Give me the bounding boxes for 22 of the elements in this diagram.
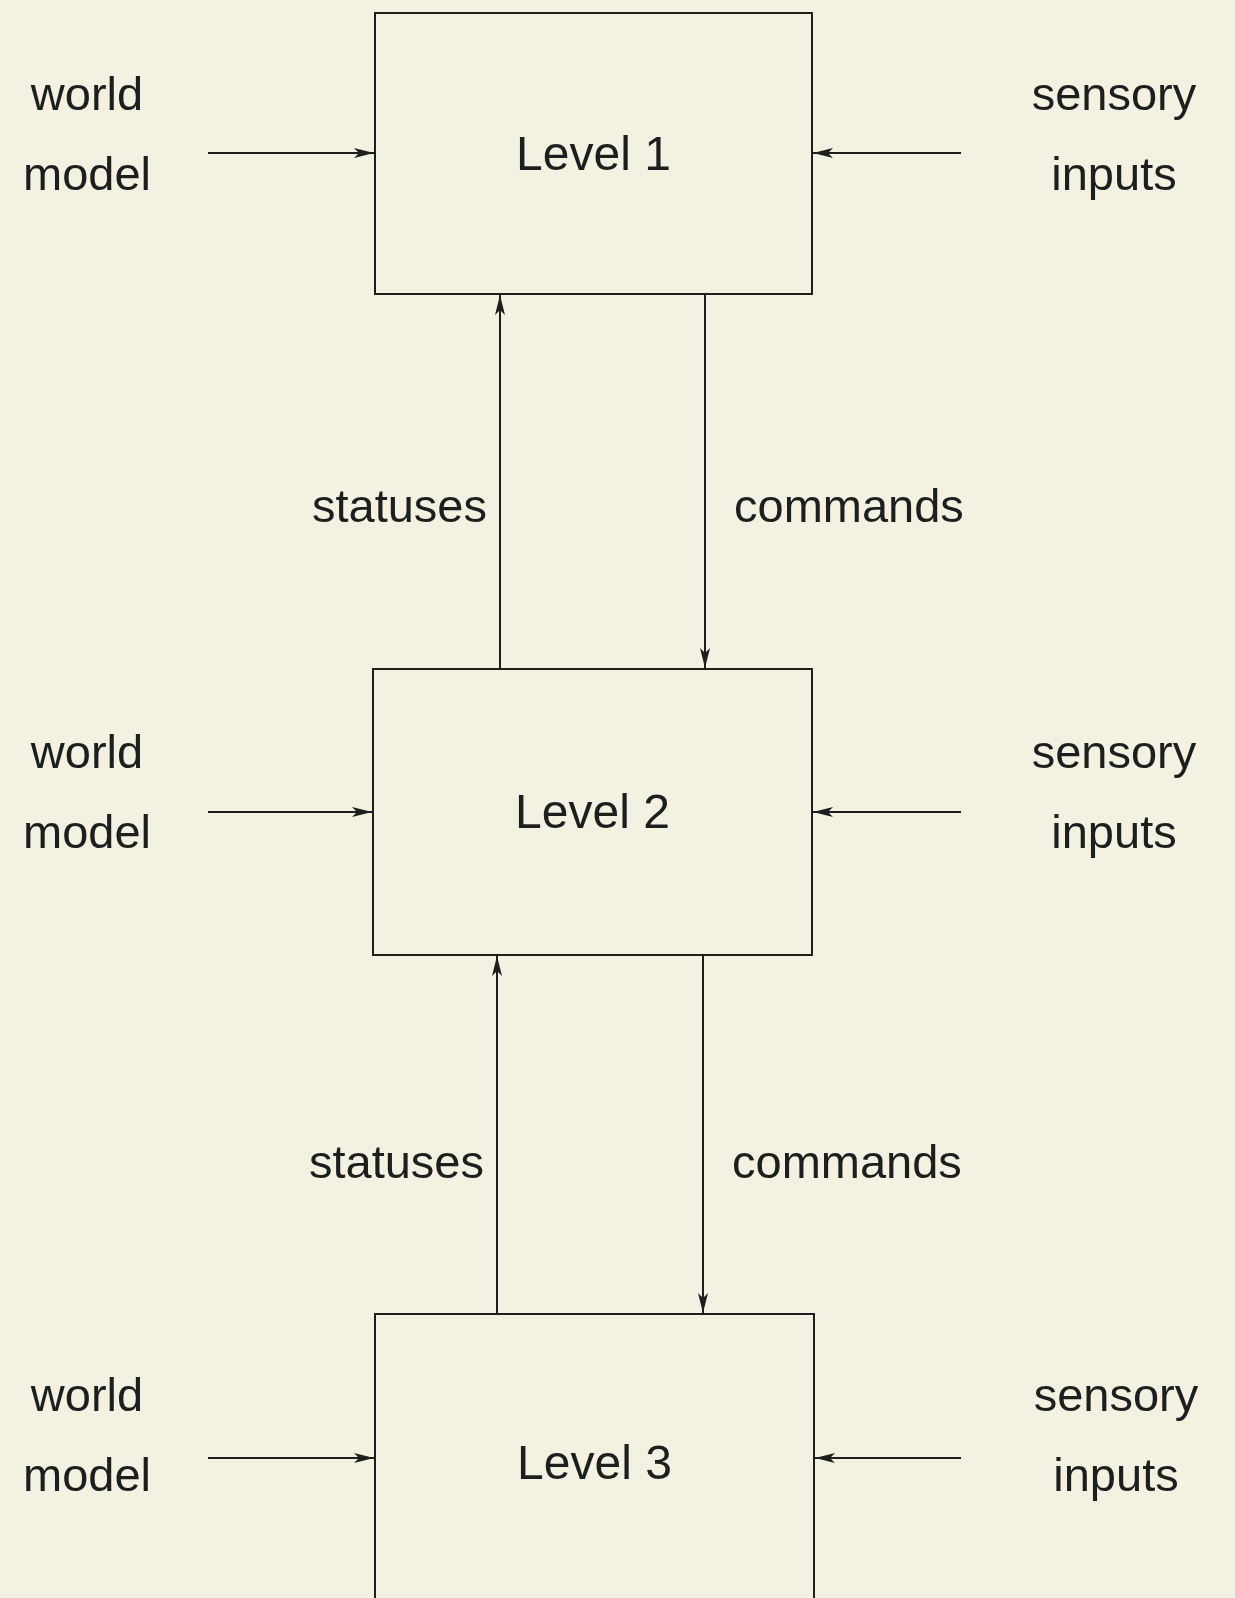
arrow xyxy=(812,148,962,158)
level-box xyxy=(374,12,813,295)
arrow xyxy=(814,1453,962,1463)
arrow xyxy=(698,955,708,1314)
level-label: Level 2 xyxy=(515,784,670,840)
input-label: world model xyxy=(22,66,152,202)
arrow xyxy=(492,955,502,1314)
input-label: world model xyxy=(22,724,152,860)
input-label: sensory inputs xyxy=(1032,1367,1200,1503)
arrow xyxy=(207,807,373,817)
arrow xyxy=(812,807,962,817)
arrow xyxy=(700,294,710,669)
input-label: sensory inputs xyxy=(1030,66,1198,202)
level-label: Level 1 xyxy=(516,125,671,182)
level-box xyxy=(372,668,813,956)
input-label: world model xyxy=(22,1367,152,1503)
input-label: sensory inputs xyxy=(1030,724,1198,860)
arrow xyxy=(207,1453,375,1463)
level-label: Level 3 xyxy=(517,1435,672,1491)
level-box xyxy=(374,1313,815,1598)
arrow xyxy=(207,148,375,158)
arrow xyxy=(495,294,505,669)
